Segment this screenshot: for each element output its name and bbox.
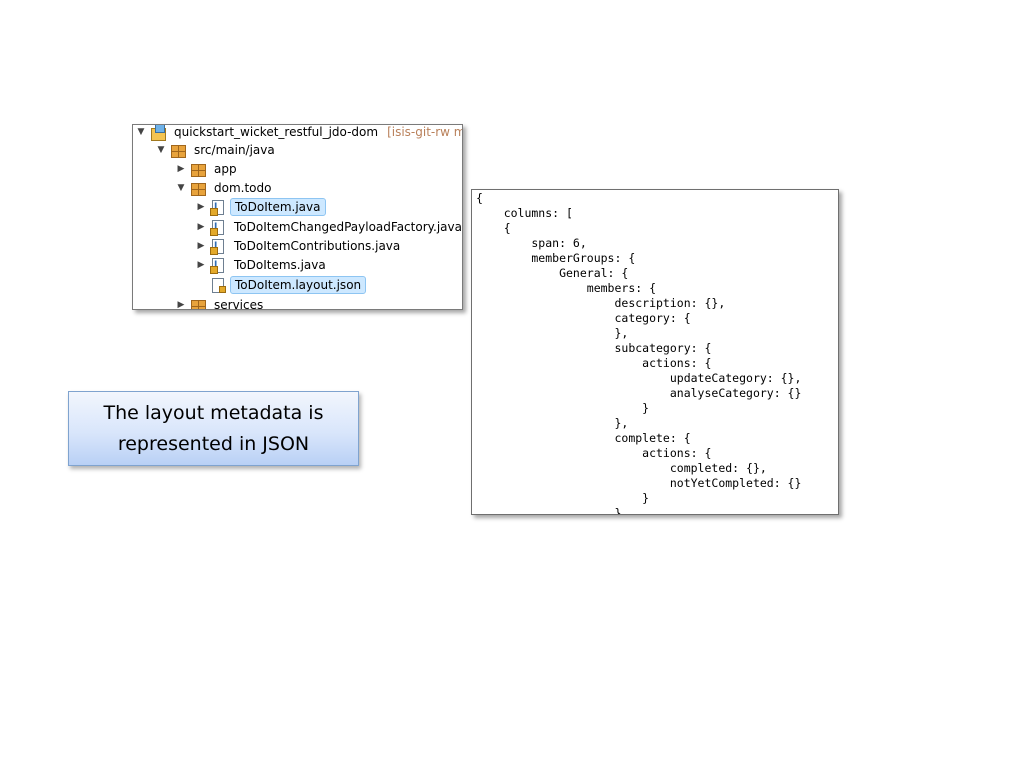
expand-toggle-icon[interactable]: ▶ xyxy=(197,260,205,270)
tree-item-src-main-java[interactable]: ▼ src/main/java xyxy=(155,141,279,159)
tree-item-payload-factory-java[interactable]: ▶ J ToDoItemChangedPayloadFactory.java xyxy=(195,218,462,236)
tree-item-label: ToDoItems.java xyxy=(234,258,326,272)
code-line: actions: { xyxy=(476,356,712,370)
code-line: columns: [ xyxy=(476,206,573,220)
json-code-panel: { columns: [ { span: 6, memberGroups: { … xyxy=(471,189,839,515)
callout-line-1: The layout metadata is xyxy=(103,401,324,424)
tree-item-label: src/main/java xyxy=(194,143,275,157)
java-file-icon: J xyxy=(210,238,226,255)
code-line: completed: {}, xyxy=(476,461,767,475)
tree-item-dom-todo[interactable]: ▼ dom.todo xyxy=(175,179,275,197)
expand-toggle-icon[interactable]: ▶ xyxy=(177,164,185,174)
json-file-icon xyxy=(210,277,226,293)
tree-item-services[interactable]: ▶ services xyxy=(175,296,267,310)
expand-toggle-icon[interactable]: ▶ xyxy=(177,300,185,310)
tree-item-todoitem-java[interactable]: ▶ J ToDoItem.java xyxy=(195,198,326,216)
expand-toggle-icon[interactable]: ▼ xyxy=(137,127,145,137)
code-line: notYetCompleted: {} xyxy=(476,476,802,490)
tree-item-todoitems-java[interactable]: ▶ J ToDoItems.java xyxy=(195,256,330,274)
code-line: members: { xyxy=(476,281,657,295)
code-line: span: 6, xyxy=(476,236,587,250)
code-line: }, xyxy=(476,416,629,430)
expand-toggle-icon[interactable]: ▶ xyxy=(197,222,205,232)
code-line: } xyxy=(476,401,650,415)
package-icon xyxy=(190,297,206,309)
tree-item-label: services xyxy=(214,298,264,310)
callout-line-2: represented in JSON xyxy=(117,432,310,455)
callout-text: The layout metadata is represented in JS… xyxy=(84,398,344,460)
tree-item-label: ToDoItem.layout.json xyxy=(230,276,367,294)
package-explorer-panel: ▼ quickstart_wicket_restful_jdo-dom [isi… xyxy=(132,124,463,310)
code-line: actions: { xyxy=(476,446,712,460)
java-file-icon: J xyxy=(210,257,226,274)
tree-item-label: ToDoItemContributions.java xyxy=(234,239,401,253)
code-line: memberGroups: { xyxy=(476,251,636,265)
code-line: category: { xyxy=(476,311,691,325)
tree-item-layout-json[interactable]: ToDoItem.layout.json xyxy=(195,276,367,294)
code-line: General: { xyxy=(476,266,629,280)
tree-item-label: app xyxy=(214,162,237,176)
code-line: complete: { xyxy=(476,431,691,445)
callout-box: The layout metadata is represented in JS… xyxy=(68,391,359,466)
code-line: { xyxy=(476,191,483,205)
project-icon xyxy=(150,125,166,141)
tree-item-label: quickstart_wicket_restful_jdo-dom xyxy=(174,125,379,139)
tree-item-label: ToDoItemChangedPayloadFactory.java xyxy=(234,220,462,234)
tree-item-app[interactable]: ▶ app xyxy=(175,160,241,178)
code-line: } xyxy=(476,491,650,505)
java-file-icon: J xyxy=(210,199,226,216)
tree-item-label: ToDoItem.java xyxy=(230,198,326,216)
package-icon xyxy=(190,180,206,196)
code-line: { xyxy=(476,221,511,235)
git-decoration: [isis-git-rw mas xyxy=(387,125,462,139)
tree-item-label: dom.todo xyxy=(214,181,272,195)
code-line: subcategory: { xyxy=(476,341,712,355)
java-file-icon: J xyxy=(210,219,226,236)
expand-toggle-icon[interactable]: ▶ xyxy=(197,241,205,251)
tree-item-contributions-java[interactable]: ▶ J ToDoItemContributions.java xyxy=(195,237,404,255)
expand-toggle-icon[interactable]: ▼ xyxy=(177,183,185,193)
expand-toggle-icon[interactable]: ▼ xyxy=(157,145,165,155)
code-line: analyseCategory: {} xyxy=(476,386,802,400)
tree-item-project[interactable]: ▼ quickstart_wicket_restful_jdo-dom [isi… xyxy=(135,125,462,141)
expand-toggle-icon[interactable]: ▶ xyxy=(197,202,205,212)
code-line: updateCategory: {}, xyxy=(476,371,802,385)
package-icon xyxy=(190,161,206,177)
code-line: description: {}, xyxy=(476,296,726,310)
code-line: } xyxy=(476,506,622,515)
code-line: }, xyxy=(476,326,629,340)
source-folder-icon xyxy=(170,142,186,158)
